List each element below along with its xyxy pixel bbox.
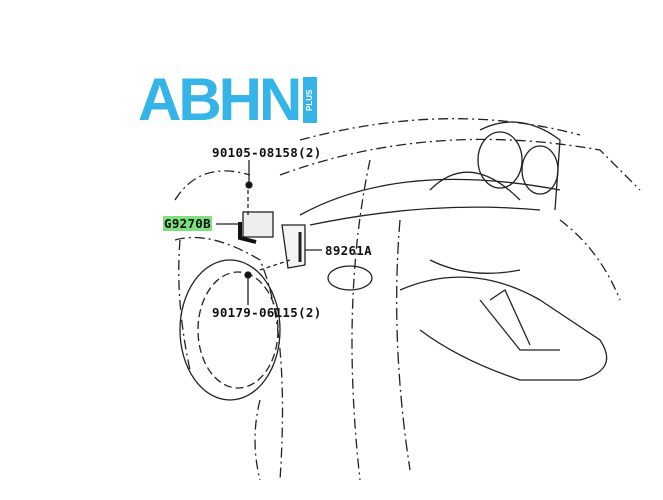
callout-bracket: G9270B <box>163 216 212 231</box>
callout-bottom-bolt: 90179-06115(2) <box>212 305 322 320</box>
abhn-logo-group: ABHN PLUS <box>138 66 318 133</box>
logo-plus-badge: PLUS <box>303 77 318 123</box>
abhn-logo: ABHN <box>138 66 302 133</box>
callout-top-bolt: 90105-08158(2) <box>212 145 322 160</box>
callout-ecu: 89261A <box>325 243 372 258</box>
